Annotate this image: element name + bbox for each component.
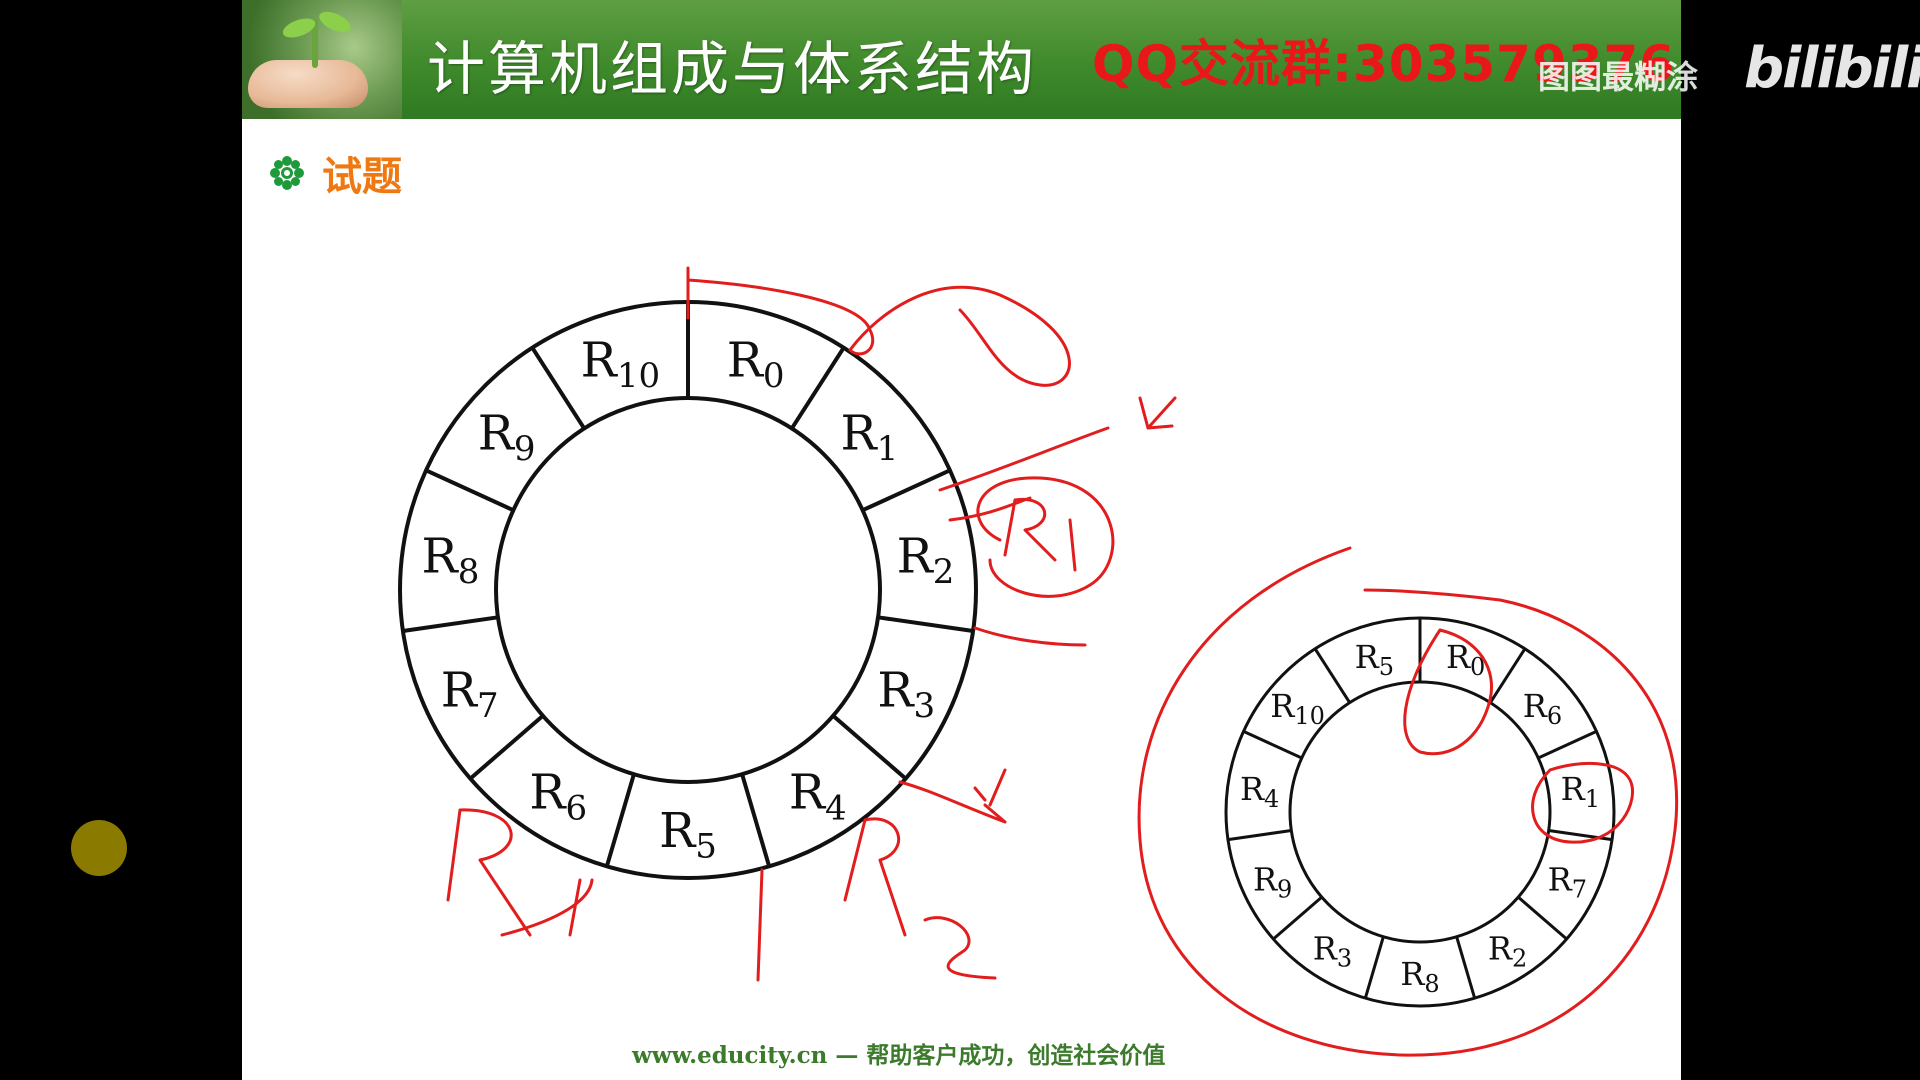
register-label-r10: R10 xyxy=(1270,687,1325,730)
register-label-r2: R2 xyxy=(897,529,955,593)
annotation-line-1 xyxy=(938,426,1110,492)
slide-banner: 计算机组成与体系结构 QQ交流群:303579376 xyxy=(242,0,1681,119)
slide-banner-title: 计算机组成与体系结构 xyxy=(427,35,1038,103)
annotation-line-3 xyxy=(973,626,1087,647)
annotation-arrow-2 xyxy=(898,768,1007,824)
ring-divider xyxy=(1227,829,1292,842)
ring-divider xyxy=(1242,730,1303,760)
register-label-r0: R0 xyxy=(1446,638,1485,681)
ring-divider xyxy=(1537,730,1598,760)
watermark-uploader: 图图最糊涂 xyxy=(1538,58,1699,96)
ring-divider xyxy=(469,714,545,781)
register-label-r8: R8 xyxy=(1400,955,1439,998)
register-label-r4: R4 xyxy=(1240,770,1279,813)
register-label-r1: R1 xyxy=(840,406,898,470)
register-label-r7: R7 xyxy=(441,662,499,726)
register-label-r6: R6 xyxy=(1523,687,1562,730)
section-heading: 试题 xyxy=(270,145,402,201)
annotation-vertical-line xyxy=(756,868,764,982)
ring-inner-circle xyxy=(1288,680,1552,944)
annotation-r1-letter xyxy=(1003,497,1077,572)
register-label-r7: R7 xyxy=(1548,860,1587,903)
red-annotations xyxy=(446,266,1679,1057)
ring-divider xyxy=(1489,647,1527,704)
ring-divider xyxy=(402,615,499,633)
ring-divider xyxy=(530,346,586,430)
annotation-r2 xyxy=(843,817,997,980)
bilibili-logo: bilibili xyxy=(1744,36,1920,101)
ring-divider xyxy=(790,346,846,430)
qq-group-text: QQ交流群:303579376 xyxy=(1092,35,1676,93)
register-label-r10: R10 xyxy=(581,333,660,397)
ring-divider xyxy=(1313,647,1351,704)
annotation-big-loop xyxy=(1137,546,1679,1057)
register-label-r9: R9 xyxy=(478,406,536,470)
ring-divider xyxy=(1455,936,1477,999)
register-label-r5: R5 xyxy=(659,803,717,867)
ring-divider xyxy=(861,468,951,513)
ring-divider xyxy=(831,714,907,781)
annotation-r0-circle xyxy=(1403,628,1493,756)
ring-inner-circle xyxy=(494,396,882,784)
annotation-top-curve xyxy=(686,266,1071,387)
register-label-r3: R3 xyxy=(1313,929,1352,972)
register-label-r3: R3 xyxy=(877,662,935,726)
flower-icon xyxy=(270,156,304,190)
annotation-arrow-1 xyxy=(1138,396,1177,430)
section-title: 试题 xyxy=(322,154,402,200)
cursor-pointer-dot xyxy=(71,820,127,876)
footer-slogan: www.educity.cn — 帮助客户成功，创造社会价值 xyxy=(632,1042,1166,1069)
register-label-r4: R4 xyxy=(789,765,847,829)
annotation-r3 xyxy=(446,808,594,937)
sprout-hand-image xyxy=(242,0,402,119)
ring-divider xyxy=(1363,936,1385,999)
register-label-r8: R8 xyxy=(422,529,480,593)
register-label-r5: R5 xyxy=(1355,638,1394,681)
annotation-r1-small-circle xyxy=(1531,761,1634,844)
ring-divider xyxy=(740,773,772,867)
ring-divider xyxy=(1517,895,1568,941)
register-label-r9: R9 xyxy=(1253,860,1292,903)
slide: 计算机组成与体系结构 QQ交流群:303579376 试题 www.educit… xyxy=(242,0,1681,1080)
ring-divider xyxy=(604,773,636,867)
register-label-r0: R0 xyxy=(727,333,785,397)
register-label-r2: R2 xyxy=(1488,929,1527,972)
register-label-r6: R6 xyxy=(529,765,587,829)
register-label-r1: R1 xyxy=(1561,770,1600,813)
ring-divider xyxy=(425,468,515,513)
ring-divider xyxy=(877,615,974,633)
annotation-r1-circle xyxy=(976,476,1115,598)
ring-divider xyxy=(1272,895,1323,941)
